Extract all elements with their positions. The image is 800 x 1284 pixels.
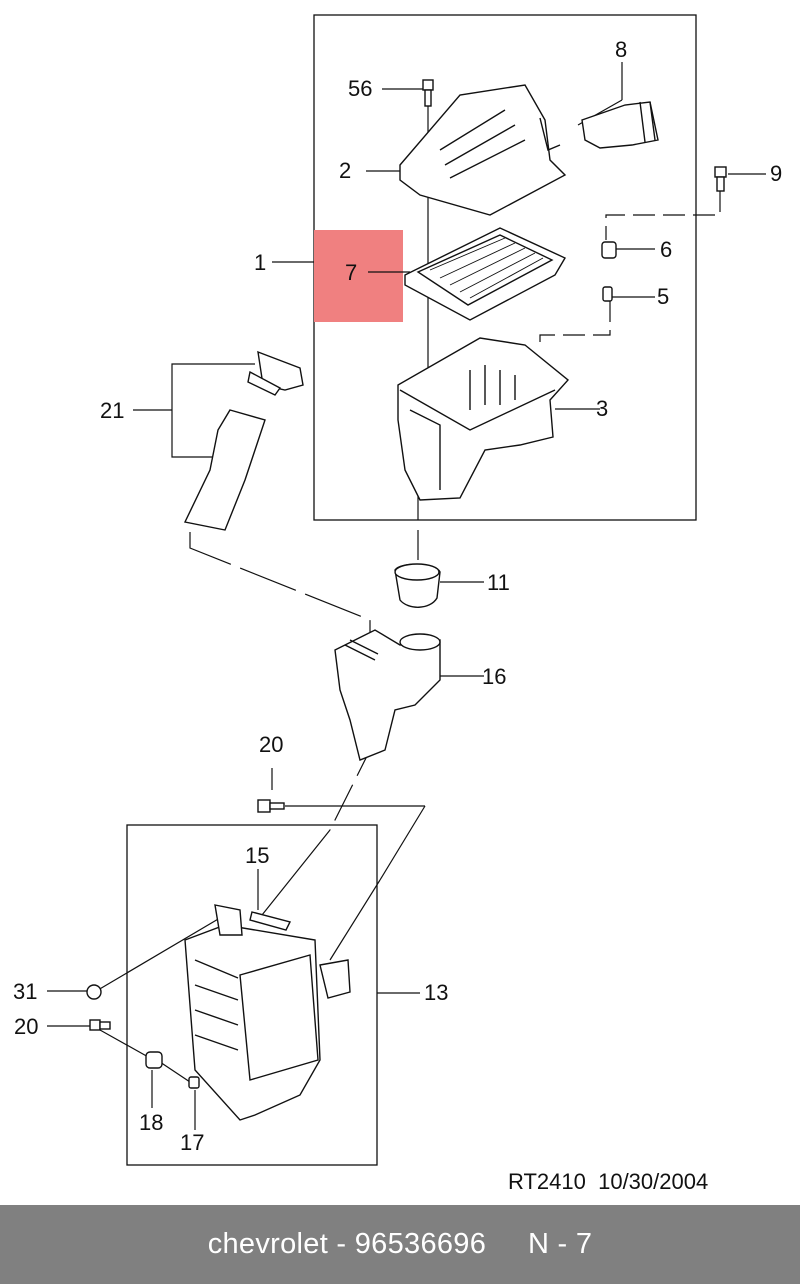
callout-7: 7	[345, 260, 357, 285]
lower-assembly-frame	[126, 824, 378, 1166]
callout-8: 8	[615, 37, 627, 62]
callout-13: 13	[424, 980, 448, 1005]
callout-6: 6	[660, 237, 672, 262]
footer-text: chevrolet - 96536696 N - 7	[207, 1228, 593, 1260]
air-cleaner-cover	[399, 84, 567, 216]
air-cleaner-housing	[397, 337, 570, 501]
filter-element	[404, 227, 566, 321]
intake-hose	[334, 629, 441, 761]
bush-5	[602, 286, 613, 302]
callout-16: 16	[482, 664, 506, 689]
callout-2: 2	[339, 158, 351, 183]
parts-diagram: 56 2 1 7 8 9 6 5 3 21 11 16 20 15 13 31 …	[13, 14, 782, 1194]
drawing-reference: RT2410 10/30/2004	[508, 1169, 708, 1194]
footer-bar: chevrolet - 96536696 N - 7	[0, 1205, 800, 1284]
callout-labels: 56 2 1 7 8 9 6 5 3 21 11 16 20 15 13 31 …	[13, 37, 782, 1155]
callout-56: 56	[348, 76, 372, 101]
resonator-hose	[183, 350, 304, 531]
bush-17	[188, 1076, 200, 1089]
callout-18: 18	[139, 1110, 163, 1135]
bush-18	[145, 1051, 163, 1069]
bolt-20-upper	[257, 799, 285, 813]
callout-3: 3	[596, 396, 608, 421]
nut-31	[86, 984, 102, 1000]
callout-31: 31	[13, 979, 37, 1004]
strap-15	[249, 911, 292, 931]
bolt-56	[422, 79, 434, 107]
resonator-assembly	[184, 904, 351, 1121]
callout-15: 15	[245, 843, 269, 868]
highlight-part-7	[314, 230, 403, 322]
callout-11: 11	[487, 570, 510, 595]
intake-duct	[581, 101, 659, 149]
bolt-20-lower	[89, 1019, 111, 1031]
callout-9: 9	[770, 161, 782, 186]
duct-seal	[394, 563, 441, 608]
callout-1: 1	[254, 250, 266, 275]
bolt-9	[714, 166, 727, 192]
grommet-6	[601, 241, 617, 259]
leader-lines	[47, 62, 766, 1130]
callout-20-lower: 20	[14, 1014, 38, 1039]
callout-17: 17	[180, 1130, 204, 1155]
callout-21: 21	[100, 398, 124, 423]
callout-20-upper: 20	[259, 732, 283, 757]
callout-5: 5	[657, 284, 669, 309]
